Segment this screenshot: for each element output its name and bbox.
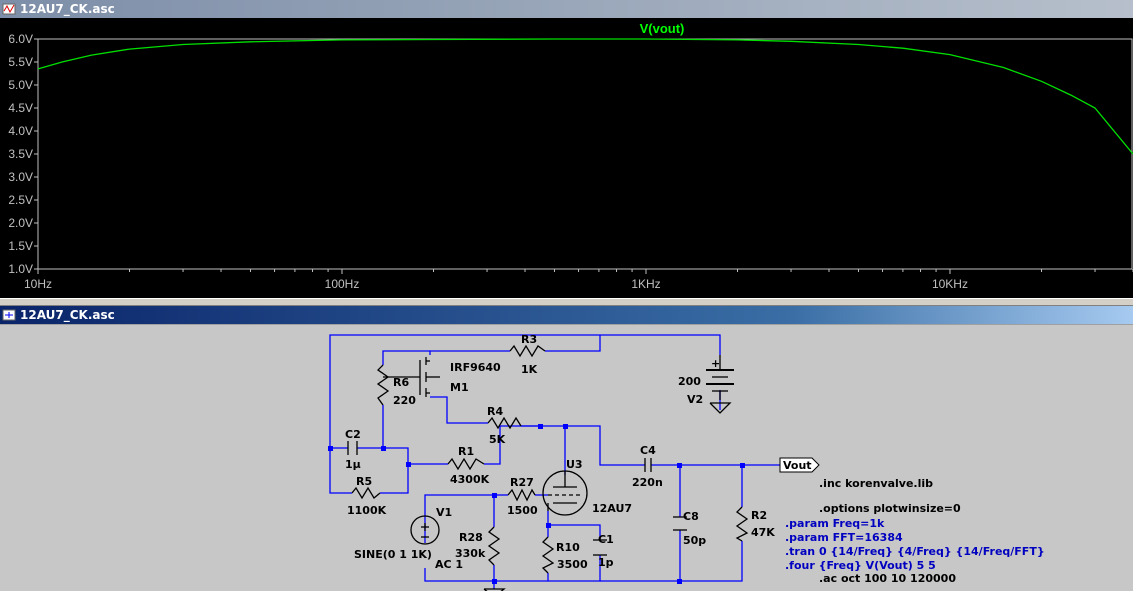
x-tick-label: 10KHz	[932, 277, 968, 291]
r6-name[interactable]: R6	[393, 376, 409, 389]
r3-symbol	[509, 344, 546, 358]
series-line-vout[interactable]	[37, 38, 1133, 155]
y-tick-label: 1.5V	[8, 239, 33, 253]
y-tick-label: 3.5V	[8, 147, 33, 161]
schematic-svg[interactable]: + R3 1K IRF9640 M1 R6 220 R4 5K C2 1µ R1…	[0, 325, 1133, 591]
component-symbols	[347, 344, 749, 591]
window-splitter[interactable]	[0, 298, 1133, 306]
c8-name[interactable]: C8	[683, 510, 699, 523]
r2-name[interactable]: R2	[751, 509, 767, 522]
c1-name[interactable]: C1	[598, 533, 614, 546]
r27-name[interactable]: R27	[510, 476, 534, 489]
r4-value[interactable]: 5K	[489, 433, 506, 446]
schematic-canvas[interactable]: + R3 1K IRF9640 M1 R6 220 R4 5K C2 1µ R1…	[0, 324, 1133, 591]
r2-value[interactable]: 47K	[751, 526, 775, 539]
m1-value[interactable]: IRF9640	[450, 361, 501, 374]
plot-trace-group[interactable]	[37, 38, 1133, 155]
r27-symbol	[507, 488, 536, 502]
y-tick-label: 4.0V	[8, 124, 33, 138]
y-tick-label: 2.0V	[8, 216, 33, 230]
v1-name[interactable]: V1	[436, 506, 452, 519]
c2-value[interactable]: 1µ	[345, 458, 361, 471]
plot-axes: 6.0V 5.5V 5.0V 4.5V 4.0V 3.5V 3.0V 2.5V 2.0V 1.5V…	[8, 32, 1133, 291]
r1-name[interactable]: R1	[458, 445, 474, 458]
directive-param-freq[interactable]: .param Freq=1k	[785, 517, 885, 530]
r5-symbol	[351, 486, 381, 500]
r10-name[interactable]: R10	[556, 541, 580, 554]
r10-symbol	[541, 536, 555, 574]
directive-inc[interactable]: .inc korenvalve.lib	[819, 477, 933, 490]
r1-value[interactable]: 4300K	[450, 473, 490, 486]
y-tick-label: 1.0V	[8, 262, 33, 276]
directive-ac[interactable]: .ac oct 100 10 120000	[819, 572, 956, 585]
v1-ac[interactable]: AC 1	[435, 558, 463, 571]
gnd-symbol	[483, 588, 506, 591]
c8-value[interactable]: 50p	[683, 534, 706, 547]
vout-net-label[interactable]: Vout	[783, 459, 812, 472]
y-tick-label: 2.5V	[8, 193, 33, 207]
v2-plus: +	[711, 357, 720, 370]
directive-param-fft[interactable]: .param FFT=16384	[785, 531, 903, 544]
y-tick-label: 3.0V	[8, 170, 33, 184]
vout-net-flag	[779, 457, 820, 473]
waveform-plot[interactable]: 6.0V 5.5V 5.0V 4.5V 4.0V 3.5V 3.0V 2.5V 2.0V 1.5V…	[0, 18, 1133, 298]
v2-value[interactable]: 200	[678, 375, 701, 388]
r4-symbol	[487, 416, 522, 430]
v1-symbol	[410, 515, 440, 545]
trace-label-vout[interactable]: V(vout)	[640, 21, 685, 36]
c2-name[interactable]: C2	[345, 428, 361, 441]
r6-symbol	[376, 364, 390, 406]
r6-value[interactable]: 220	[393, 394, 416, 407]
waveform-plot-svg[interactable]: 6.0V 5.5V 5.0V 4.5V 4.0V 3.5V 3.0V 2.5V 2.0V 1.5V…	[0, 18, 1133, 298]
waveform-window-title: 12AU7_CK.asc	[20, 2, 115, 16]
x-tick-label: 1KHz	[631, 277, 660, 291]
schematic-window-title: 12AU7_CK.asc	[20, 308, 115, 322]
directive-tran[interactable]: .tran 0 {14/Freq} {4/Freq} {14/Freq/FFT}	[785, 545, 1045, 558]
v1-value[interactable]: SINE(0 1 1K)	[354, 548, 432, 561]
c4-value[interactable]: 220n	[632, 476, 663, 489]
x-tick-label: 10Hz	[24, 277, 52, 291]
x-tick-label: 100Hz	[325, 277, 360, 291]
r3-value[interactable]: 1K	[521, 363, 538, 376]
r27-value[interactable]: 1500	[507, 504, 538, 517]
schematic-window-titlebar[interactable]: 12AU7_CK.asc	[0, 306, 1133, 324]
schematic-window-icon	[2, 308, 16, 322]
waveform-window-icon	[2, 2, 16, 16]
directive-four[interactable]: .four {Freq} V(Vout) 5 5	[785, 559, 936, 572]
r4-name[interactable]: R4	[487, 405, 503, 418]
c4-name[interactable]: C4	[640, 444, 656, 457]
directive-options[interactable]: .options plotwinsize=0	[819, 502, 961, 515]
m1-name[interactable]: M1	[450, 381, 469, 394]
r1-symbol	[447, 457, 485, 471]
v2-name[interactable]: V2	[687, 393, 703, 406]
r3-name[interactable]: R3	[521, 333, 537, 346]
c1-value[interactable]: 1p	[598, 556, 614, 569]
r2-symbol	[735, 506, 749, 542]
r28-value[interactable]: 330k	[455, 547, 486, 560]
r5-name[interactable]: R5	[356, 475, 372, 488]
v2-ground-symbol	[709, 402, 732, 414]
y-tick-label: 6.0V	[8, 32, 33, 46]
plot-frame	[37, 38, 1133, 270]
y-tick-label: 4.5V	[8, 101, 33, 115]
u3-name[interactable]: U3	[566, 458, 583, 471]
junction-dots	[328, 424, 745, 584]
u3-value[interactable]: 12AU7	[592, 502, 632, 515]
y-tick-label: 5.0V	[8, 78, 33, 92]
r10-value[interactable]: 3500	[557, 558, 588, 571]
waveform-window-titlebar[interactable]: 12AU7_CK.asc	[0, 0, 1133, 18]
wires	[329, 334, 780, 589]
r5-value[interactable]: 1100K	[347, 504, 387, 517]
r28-symbol	[487, 526, 501, 566]
r28-name[interactable]: R28	[459, 531, 483, 544]
y-tick-label: 5.5V	[8, 55, 33, 69]
